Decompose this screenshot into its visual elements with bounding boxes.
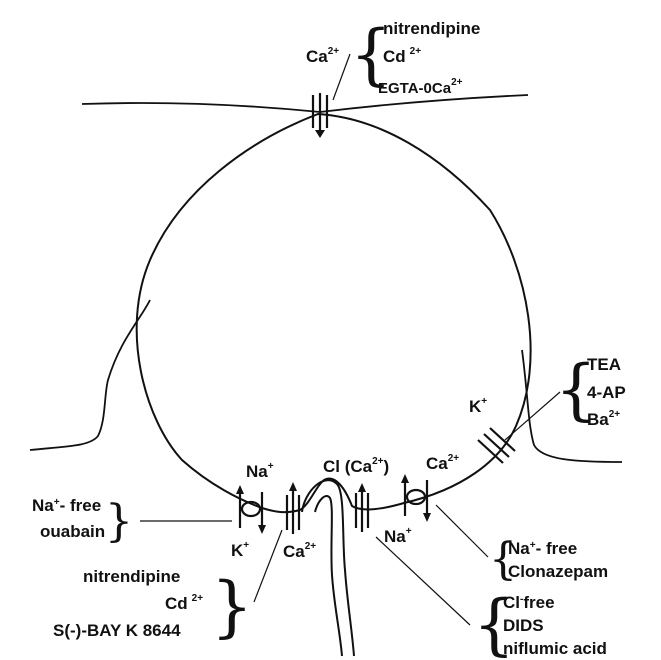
top-blocker-3: EGTA-0Ca2+ [378,77,463,97]
nak-pump [236,485,266,534]
k-blocker-2: 4-AP [587,383,626,402]
k-channel [478,428,515,463]
cl-blocker-1: Cl-free [503,593,555,612]
exchanger-blocker-2: Clonazepam [508,562,608,581]
cl-ion-label: Cl (Ca2+) [323,456,389,476]
exchanger-leader [436,505,488,557]
bottom-ca-ion-label: Ca2+ [283,541,316,561]
nak-na-label: Na+ [246,461,274,481]
cl-blocker-2: DIDS [503,616,544,635]
cl-blockers: Cl-free DIDS niflumic acid [503,593,607,658]
top-ca-ion-label: Ca2+ [306,46,339,66]
na-ca-exchanger [401,474,431,522]
k-blocker-1: TEA [587,355,621,374]
bottom-blocker-3: S(-)-BAY K 8644 [53,621,181,640]
micropipette [302,480,354,656]
nak-brace: { [105,496,133,547]
nak-blocker-1: Na+- free [32,496,101,515]
bottom-ca-brace: { [211,568,253,645]
exchanger-blocker-1: Na+- free [508,539,577,558]
cl-blocker-3: niflumic acid [503,639,607,658]
bottom-ca-channel [287,482,299,534]
cl-leader [376,537,470,625]
top-ca-leader [333,54,350,100]
exchanger-ca-label: Ca2+ [426,453,459,473]
k-leader [505,392,560,440]
nak-blocker-2: ouabain [40,522,105,541]
exchanger-blockers: Na+- free Clonazepam [508,539,608,581]
exchanger-na-label: Na+ [384,526,412,546]
k-blockers: TEA 4-AP Ba2+ [587,355,626,429]
bottom-blocker-1: nitrendipine [83,567,180,586]
top-blocker-1: nitrendipine [383,19,480,38]
bottom-ca-leader [254,530,282,602]
cell-membrane [137,114,531,512]
k-blocker-3: Ba2+ [587,409,620,429]
left-process [30,300,150,450]
nak-blockers: Na+- free ouabain [32,496,105,541]
k-ion-label: K+ [469,396,487,416]
apical-process [82,95,528,112]
nak-k-label: K+ [231,540,249,560]
